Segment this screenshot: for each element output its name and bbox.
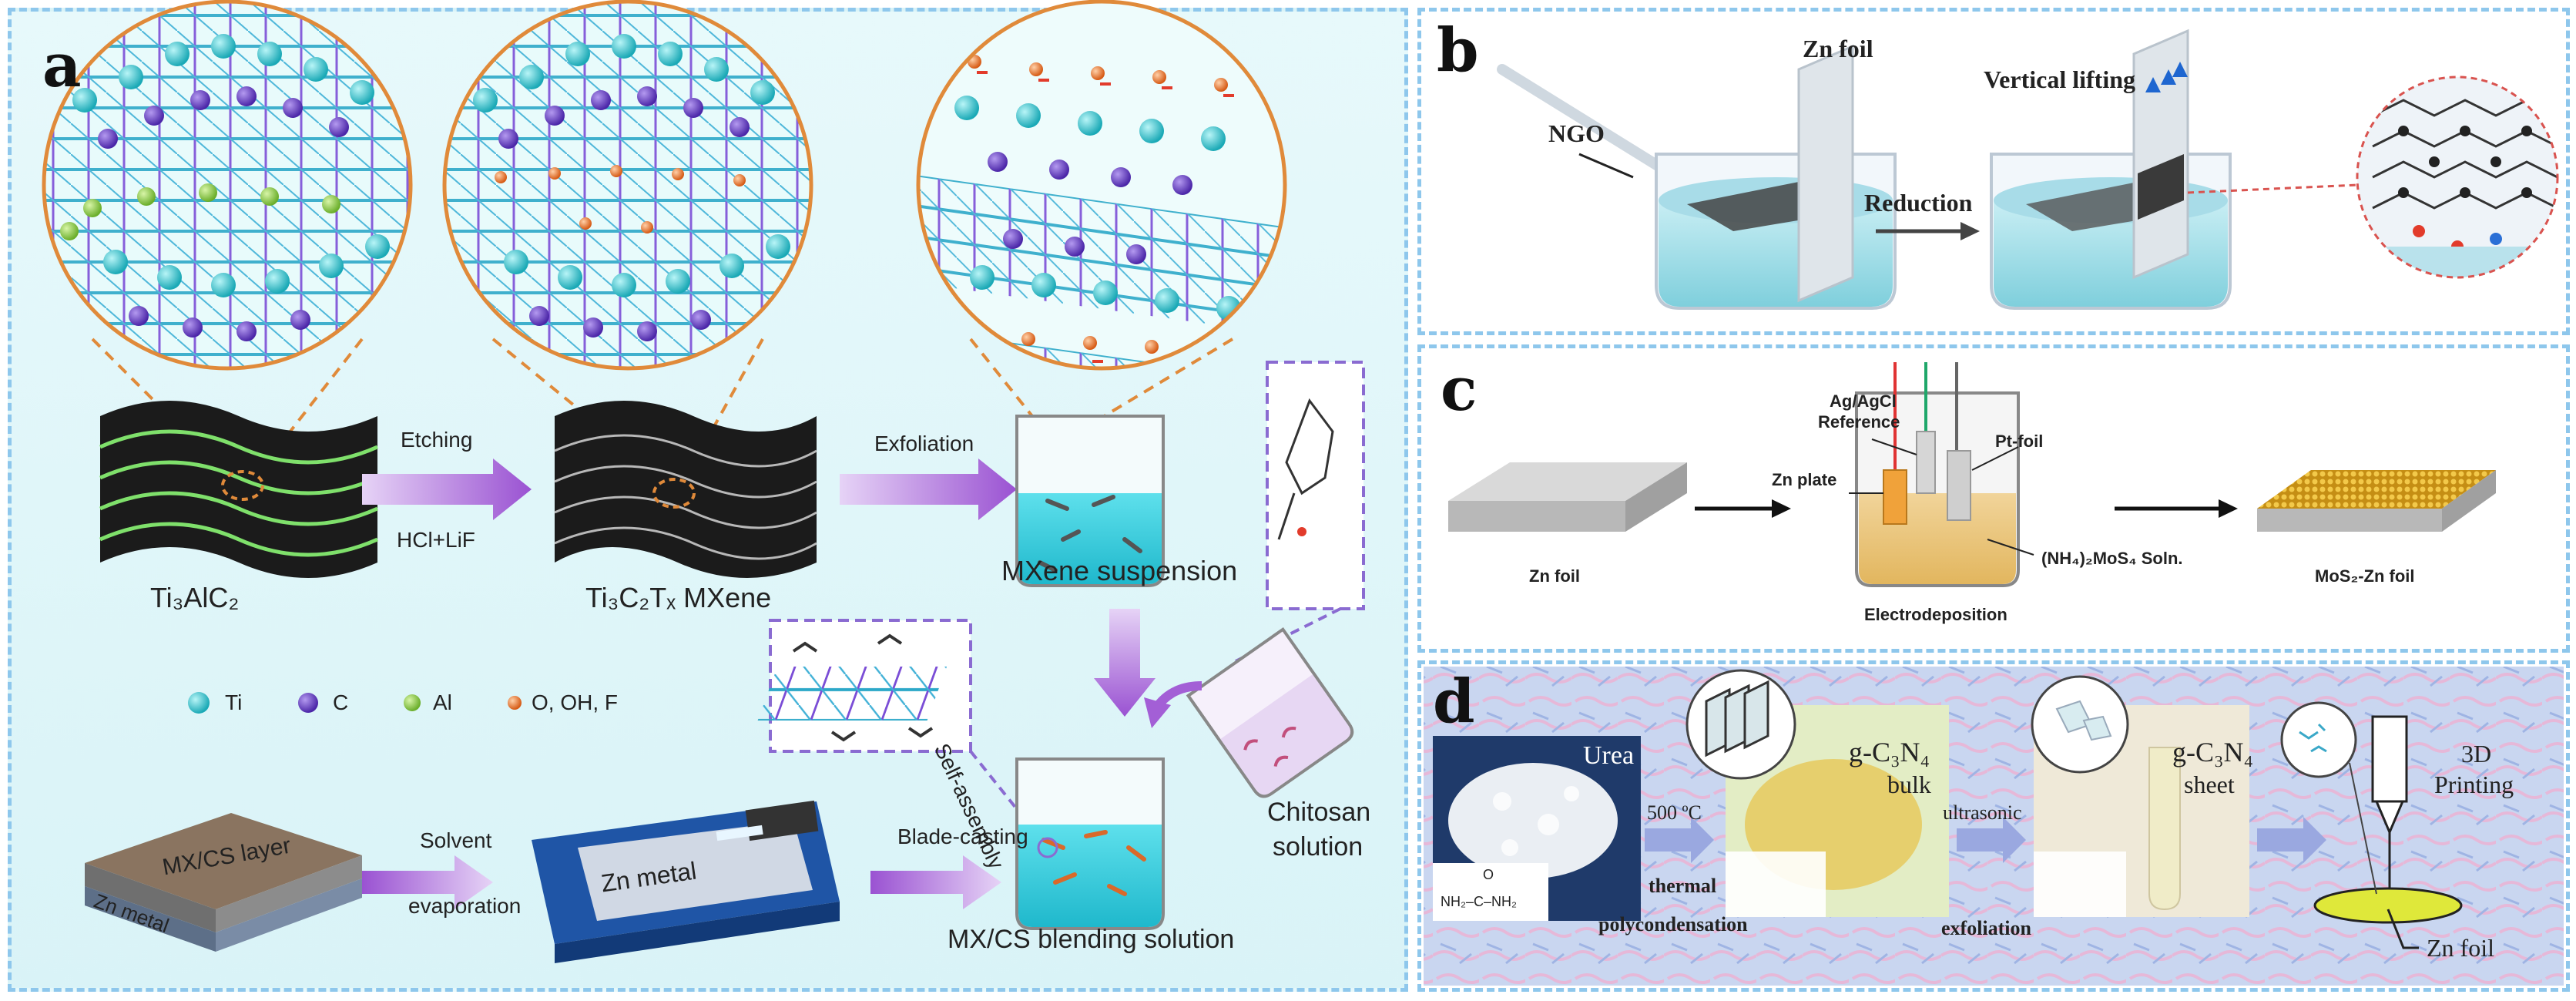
ti-atom-icon [188, 692, 210, 714]
beaker-b1 [1655, 153, 1897, 310]
exfoliation-label: Exfoliation [874, 432, 974, 455]
legend-al-label: Al [433, 690, 452, 714]
blade-casting-label: Blade-casting [897, 825, 1028, 848]
exfoliation-d-label: exfoliation [1941, 917, 2031, 939]
electrodeposition-cell [1855, 362, 2020, 587]
solution-label: (NH₄)₂MoS₄ Soln. [2041, 549, 2183, 568]
legend-o-label: O, OH, F [532, 690, 618, 714]
al-atom-icon [404, 694, 421, 711]
solvent-arrow [362, 855, 493, 909]
zoom-circle-outline [916, 0, 1287, 371]
etching-label: Etching [401, 428, 473, 452]
urea-carbonyl: O [1483, 867, 1494, 882]
zn-foil-b-label: Zn foil [1803, 35, 1873, 62]
solvent-label: Solvent [420, 828, 492, 852]
zn-foil-c-label: Zn foil [1529, 566, 1580, 586]
mxene-zoom-circle [444, 2, 811, 368]
beaker-b2 [1990, 153, 2232, 310]
mxene-stack [554, 401, 817, 578]
urea-formula: NH₂–C–NH₂ [1441, 894, 1517, 909]
panel-d-label: d [1433, 667, 1475, 737]
lift-arrows-icon [2145, 62, 2188, 92]
sheet-photo [2031, 675, 2249, 917]
mos2-zn-foil-label: MoS₂-Zn foil [2315, 566, 2415, 586]
exfoliation-arrow [840, 459, 1017, 520]
zoom-circle-outline [442, 0, 813, 371]
printer-nozzle [2280, 701, 2463, 949]
blade-casting-arrow [870, 855, 1001, 909]
mxene-caption: Ti₃C₂Tₓ MXene [585, 582, 772, 613]
ref-label-1: Ag/AgCl [1830, 391, 1897, 411]
thermal-label: thermal [1649, 875, 1717, 897]
reduction-label: Reduction [1864, 189, 1973, 217]
bulk-label-2: bulk [1887, 771, 1931, 798]
vertical-lifting-label: Vertical lifting [1984, 66, 2135, 93]
chitosan-label-1: Chitosan [1267, 798, 1371, 827]
zn-foil-c [1448, 462, 1687, 532]
ngo-pointer [1578, 153, 1634, 179]
blending-beaker [1015, 757, 1165, 930]
zn-plate-label: Zn plate [1772, 470, 1837, 489]
chitosan-beaker [1186, 626, 1354, 798]
panel-a-label: a [42, 31, 82, 101]
electrodeposition-label: Electrodeposition [1864, 605, 2007, 624]
legend-ti-label: Ti [225, 690, 243, 714]
suspension-beaker [1015, 415, 1165, 587]
mxcs-layer [85, 813, 362, 952]
arrow-d3 [2257, 817, 2326, 863]
ti3alc2-caption: Ti₃AlC₂ [150, 582, 240, 613]
polycondensation-label: polycondensation [1598, 913, 1748, 935]
arrow-d1 [1645, 817, 1714, 863]
chitosan-label-2: solution [1273, 832, 1363, 862]
evaporation-label: evaporation [408, 894, 522, 918]
coated-region [2138, 154, 2184, 220]
temp-label: 500 ºC [1647, 801, 1702, 824]
ref-label-2: Reference [1818, 412, 1900, 432]
reduction-arrow [1876, 222, 1980, 240]
arrow-c1 [1695, 499, 1791, 518]
etching-arrow [362, 459, 532, 520]
mos2-zn-foil [2257, 470, 2496, 532]
chitosan-structure [1266, 361, 1365, 610]
zn-foil-b1 [1797, 44, 1854, 303]
down-arrow [1094, 609, 1156, 717]
ti3alc2-stack [99, 401, 379, 578]
print-label-1: 3D [2461, 740, 2492, 768]
urea-label: Urea [1583, 741, 1635, 770]
hcl-lif-label: HCl+LiF [397, 528, 475, 552]
suspension-caption: MXene suspension [1001, 555, 1238, 586]
zoom-circle-outline [42, 0, 413, 371]
self-assembly-box [757, 619, 972, 753]
sheet-label-1: g-C₃N₄ [2172, 737, 2254, 768]
bulk-label-1: g-C₃N₄ [1849, 737, 1930, 768]
zn-metal-plate [532, 800, 840, 963]
bulk-photo [1685, 669, 1949, 917]
urea-photo [1433, 736, 1641, 921]
legend-c-label: C [333, 690, 349, 714]
sheet-label-2: sheet [2184, 771, 2235, 798]
pt-foil-label: Pt-foil [1995, 432, 2044, 451]
zn-foil-d-label: Zn foil [2427, 934, 2494, 962]
panel-c-label: c [1441, 354, 1478, 425]
print-label-2: Printing [2434, 771, 2514, 798]
panel-b-label: b [1437, 15, 1479, 86]
c-atom-icon [298, 693, 318, 713]
blend-caption: MX/CS blending solution [948, 925, 1235, 954]
ti3alc2-zoom-circle [44, 2, 411, 368]
arrow-d2 [1957, 817, 2026, 863]
ngo-label: NGO [1548, 119, 1605, 147]
o-atom-icon [508, 696, 522, 710]
arrow-c2 [2115, 499, 2238, 518]
ultrasonic-label: ultrasonic [1943, 801, 2022, 824]
